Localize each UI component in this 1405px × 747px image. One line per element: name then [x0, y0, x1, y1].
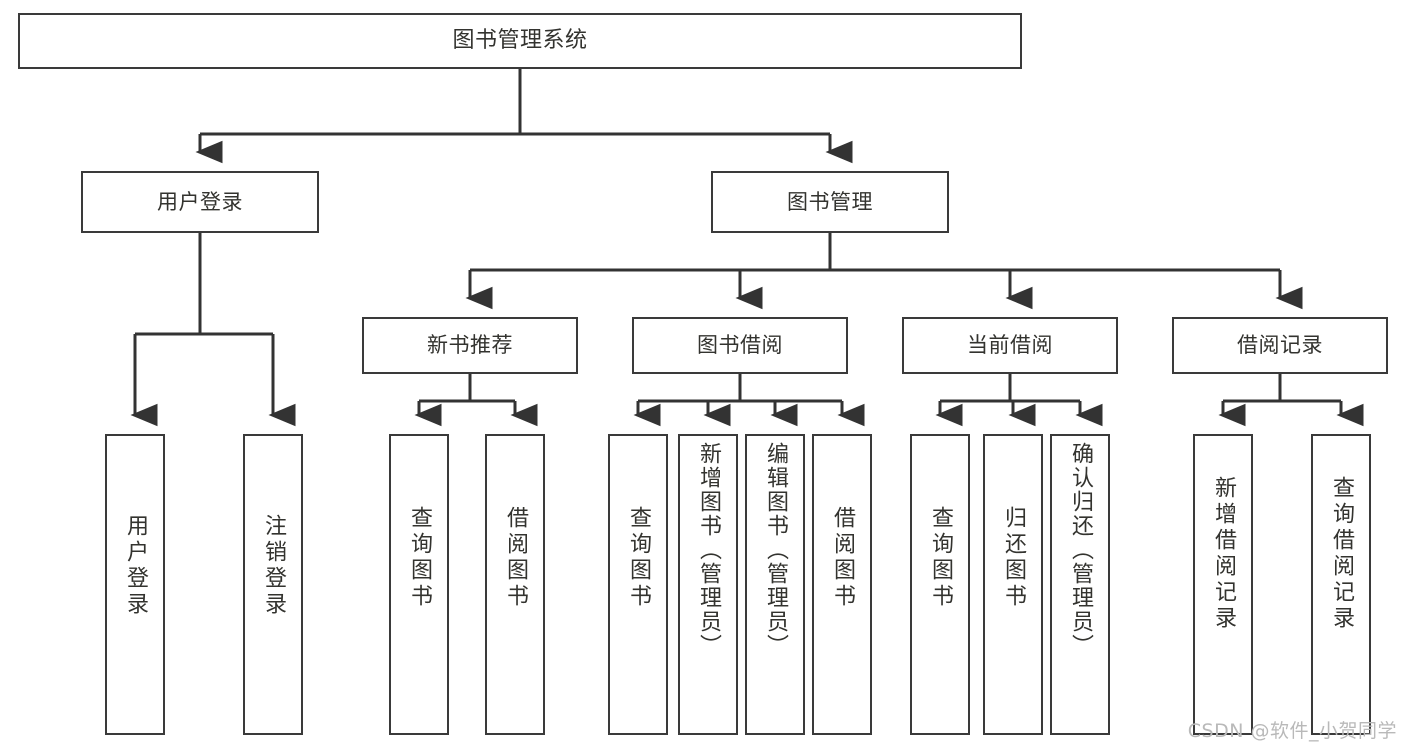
node-root[interactable]: 图书管理系统 — [18, 13, 1022, 69]
node-leaf-query-borrow-record-label: 查询借阅记录 — [1329, 476, 1354, 632]
node-leaf-borrow-book-recommend-label: 借阅图书 — [503, 506, 528, 610]
node-leaf-query-book-recommend[interactable]: 查询图书 — [389, 434, 449, 735]
node-book-manage[interactable]: 图书管理 — [711, 171, 949, 233]
node-current-borrow-label: 当前借阅 — [967, 333, 1053, 358]
node-root-label: 图书管理系统 — [452, 28, 588, 54]
node-book-borrow-label: 图书借阅 — [697, 333, 783, 358]
node-current-borrow[interactable]: 当前借阅 — [902, 317, 1118, 374]
node-leaf-query-book-recommend-label: 查询图书 — [407, 506, 432, 610]
node-new-book-recommend-label: 新书推荐 — [427, 333, 513, 358]
node-leaf-borrow-book-label: 借阅图书 — [830, 506, 855, 610]
node-leaf-query-borrow-record[interactable]: 查询借阅记录 — [1311, 434, 1371, 735]
node-leaf-logout-login[interactable]: 注销登录 — [243, 434, 303, 735]
node-leaf-edit-book-admin-label: 编辑图书（管理员） — [763, 442, 788, 658]
node-leaf-add-borrow-record-label: 新增借阅记录 — [1211, 476, 1236, 632]
node-leaf-confirm-return-admin[interactable]: 确认归还（管理员） — [1050, 434, 1110, 735]
node-leaf-edit-book-admin[interactable]: 编辑图书（管理员） — [745, 434, 805, 735]
node-leaf-query-book-borrow-label: 查询图书 — [626, 506, 651, 610]
node-book-manage-label: 图书管理 — [787, 189, 873, 214]
node-leaf-add-book-admin-label: 新增图书（管理员） — [696, 442, 721, 658]
node-user-login-label: 用户登录 — [157, 189, 243, 214]
node-leaf-add-book-admin[interactable]: 新增图书（管理员） — [678, 434, 738, 735]
node-borrow-record-label: 借阅记录 — [1237, 333, 1323, 358]
node-leaf-confirm-return-admin-label: 确认归还（管理员） — [1068, 442, 1093, 658]
node-leaf-borrow-book-recommend[interactable]: 借阅图书 — [485, 434, 545, 735]
node-leaf-return-book-label: 归还图书 — [1001, 506, 1026, 610]
node-leaf-query-book-current-label: 查询图书 — [928, 506, 953, 610]
node-new-book-recommend[interactable]: 新书推荐 — [362, 317, 578, 374]
node-leaf-return-book[interactable]: 归还图书 — [983, 434, 1043, 735]
node-leaf-user-login-label: 用户登录 — [123, 514, 148, 618]
node-leaf-logout-login-label: 注销登录 — [261, 514, 286, 618]
node-user-login[interactable]: 用户登录 — [81, 171, 319, 233]
node-book-borrow[interactable]: 图书借阅 — [632, 317, 848, 374]
node-leaf-add-borrow-record[interactable]: 新增借阅记录 — [1193, 434, 1253, 735]
node-borrow-record[interactable]: 借阅记录 — [1172, 317, 1388, 374]
node-leaf-borrow-book[interactable]: 借阅图书 — [812, 434, 872, 735]
connectors — [130, 69, 1364, 427]
node-leaf-query-book-current[interactable]: 查询图书 — [910, 434, 970, 735]
csdn-watermark: CSDN @软件_小贺同学 — [1187, 720, 1397, 742]
node-leaf-user-login[interactable]: 用户登录 — [105, 434, 165, 735]
node-leaf-query-book-borrow[interactable]: 查询图书 — [608, 434, 668, 735]
